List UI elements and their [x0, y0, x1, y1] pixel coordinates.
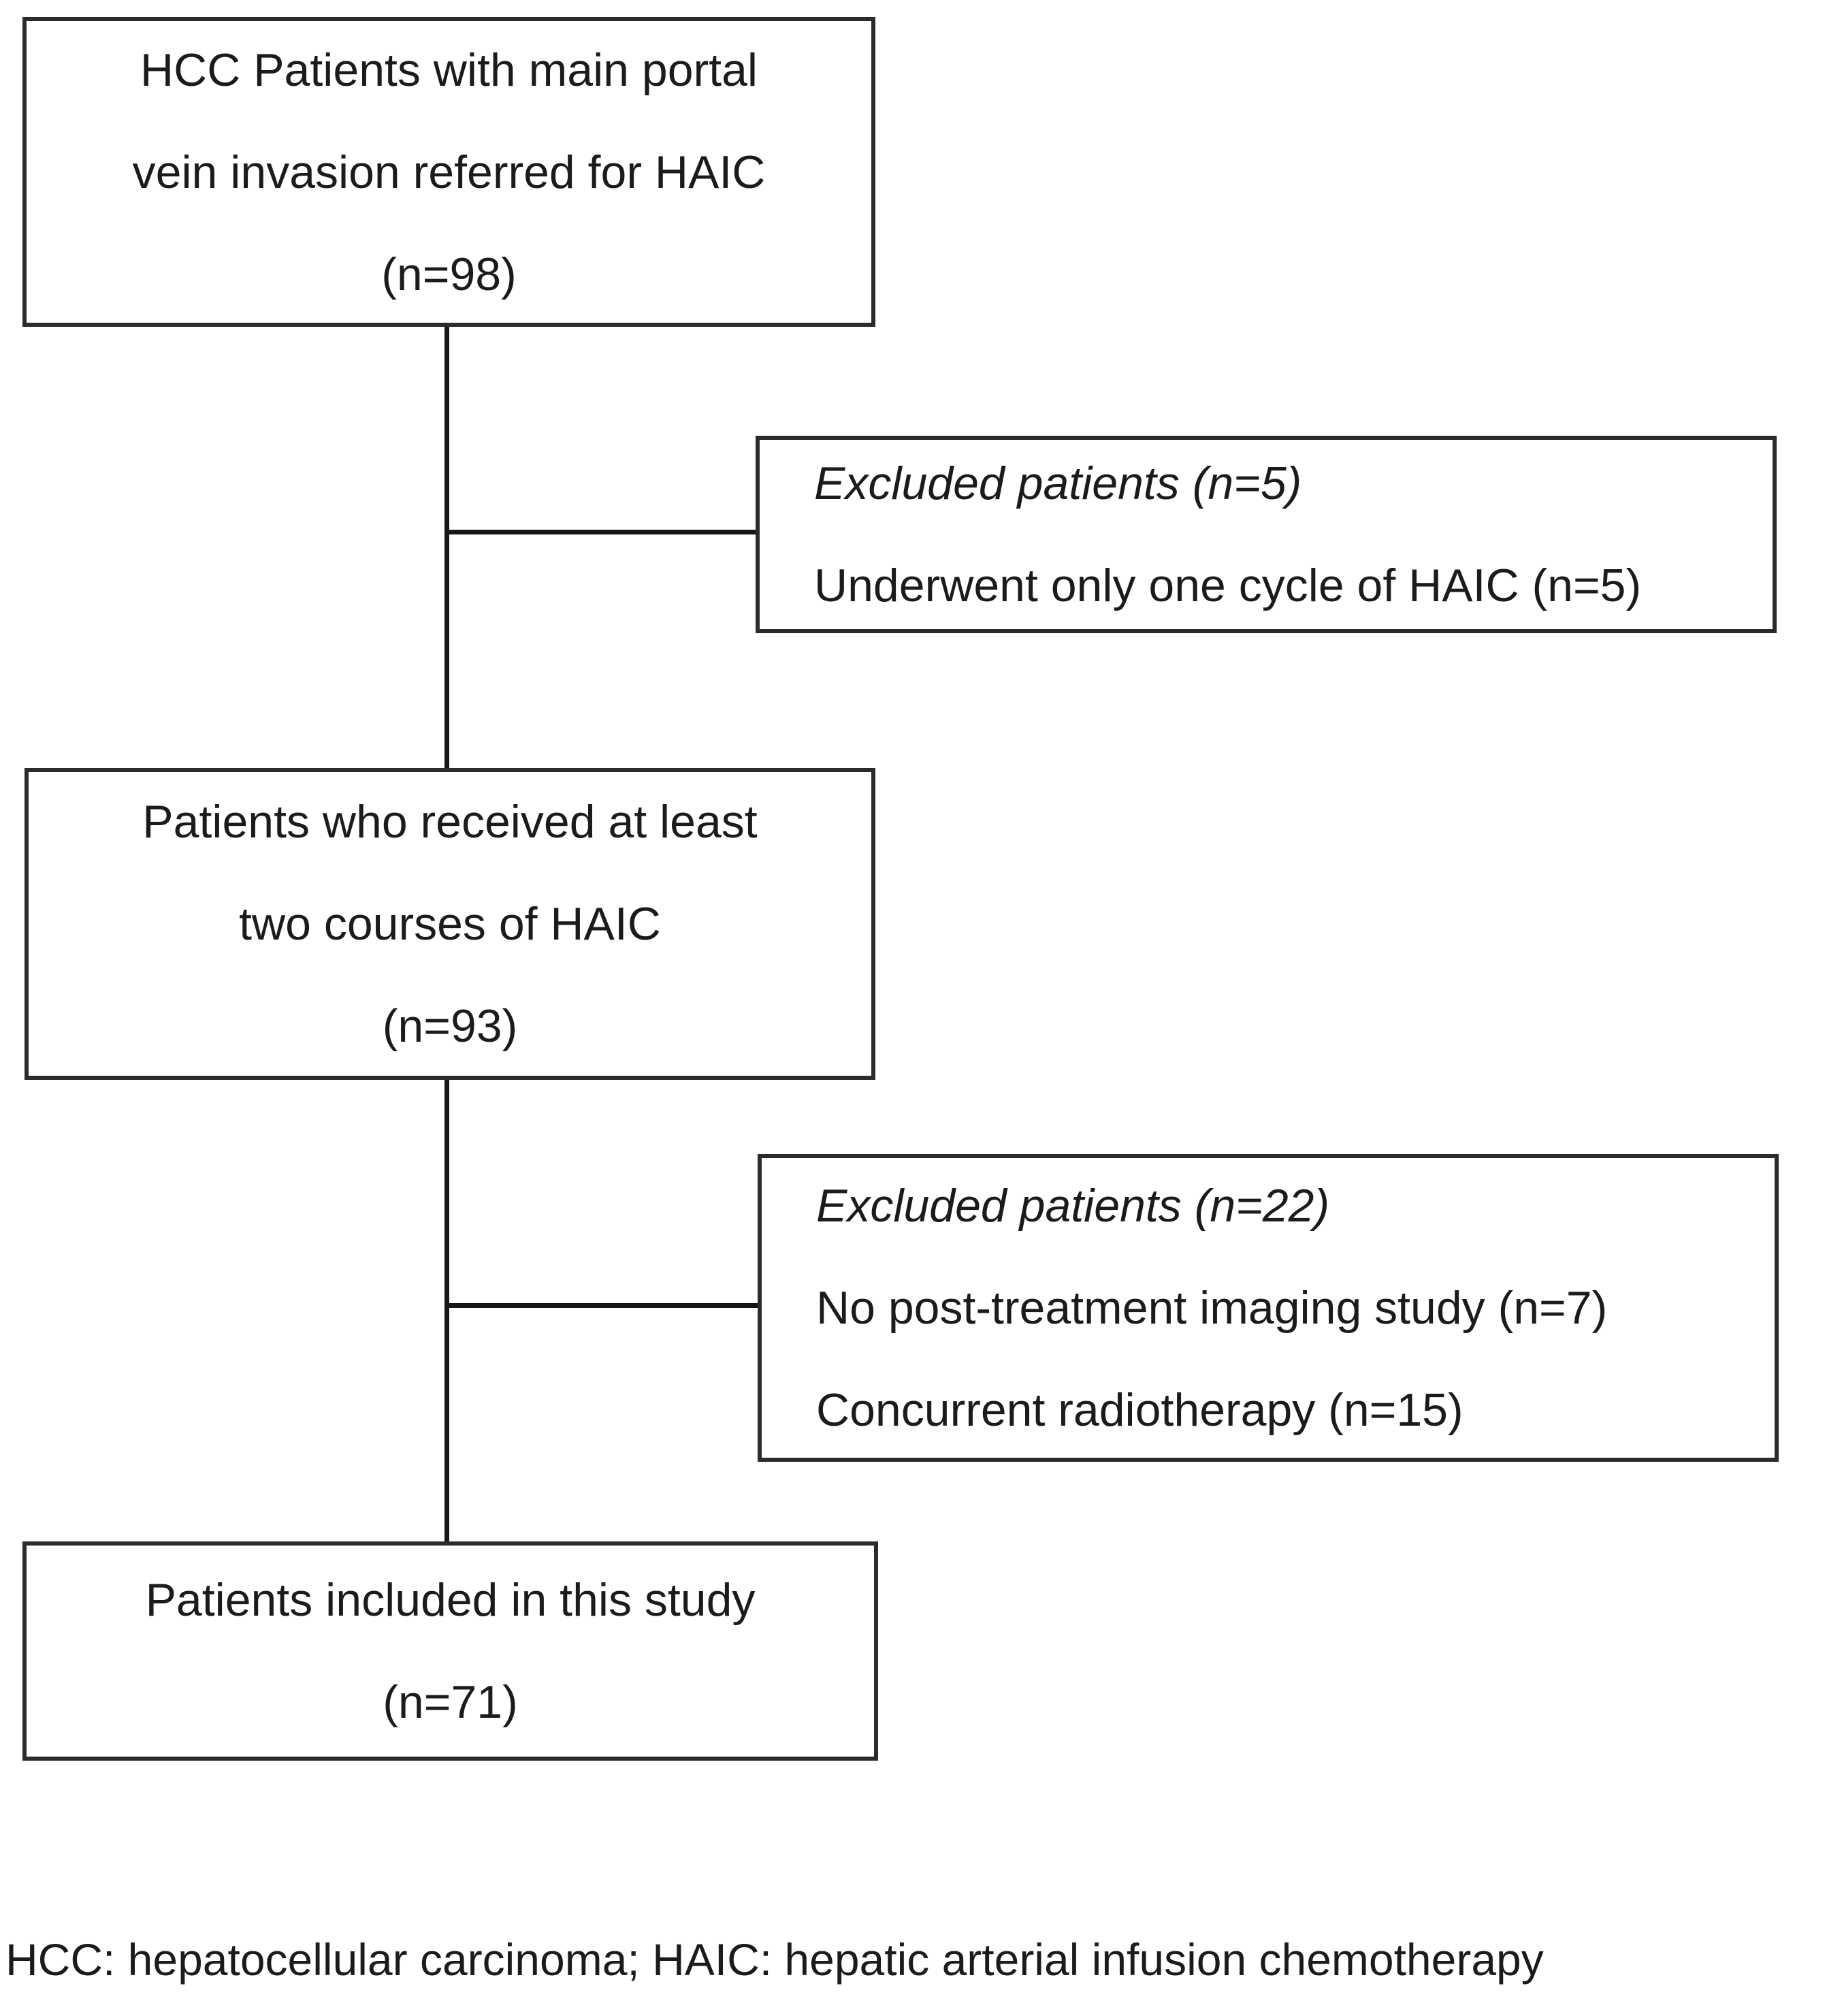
flow-box-two-courses-count: (n=93) — [382, 1000, 518, 1052]
flow-box-referred-count: (n=98) — [381, 248, 517, 300]
flow-box-excluded-2-title: Excluded patients (n=22) — [816, 1180, 1330, 1232]
flow-box-excluded-2-reason-1: No post-treatment imaging study (n=7) — [816, 1282, 1608, 1334]
flow-box-referred-line-1: HCC Patients with main portal — [140, 44, 758, 96]
abbreviation-footnote: HCC: hepatocellular carcinoma; HAIC: hep… — [5, 1934, 1544, 1985]
connector-branch-excluded-2 — [449, 1303, 758, 1308]
flow-box-referred-line-2: vein invasion referred for HAIC — [132, 146, 766, 198]
connector-vertical-middle — [444, 1080, 449, 1543]
connector-vertical-top — [444, 327, 449, 769]
flow-box-excluded-1: Excluded patients (n=5) Underwent only o… — [756, 436, 1777, 633]
flow-box-included-patients: Patients included in this study (n=71) — [22, 1541, 878, 1761]
flow-box-two-courses-line-2: two courses of HAIC — [239, 898, 661, 950]
flow-box-excluded-1-reason-1: Underwent only one cycle of HAIC (n=5) — [814, 560, 1642, 611]
flow-box-excluded-2: Excluded patients (n=22) No post-treatme… — [758, 1154, 1779, 1462]
flow-box-excluded-2-reason-2: Concurrent radiotherapy (n=15) — [816, 1384, 1464, 1436]
connector-branch-excluded-1 — [449, 530, 756, 534]
flow-box-referred-patients: HCC Patients with main portal vein invas… — [22, 17, 875, 327]
flow-box-two-courses-line-1: Patients who received at least — [142, 796, 758, 848]
flow-box-included-line-1: Patients included in this study — [145, 1574, 756, 1626]
flow-box-two-courses: Patients who received at least two cours… — [25, 768, 875, 1080]
flow-box-included-count: (n=71) — [383, 1676, 518, 1728]
flow-box-excluded-1-title: Excluded patients (n=5) — [814, 458, 1302, 509]
